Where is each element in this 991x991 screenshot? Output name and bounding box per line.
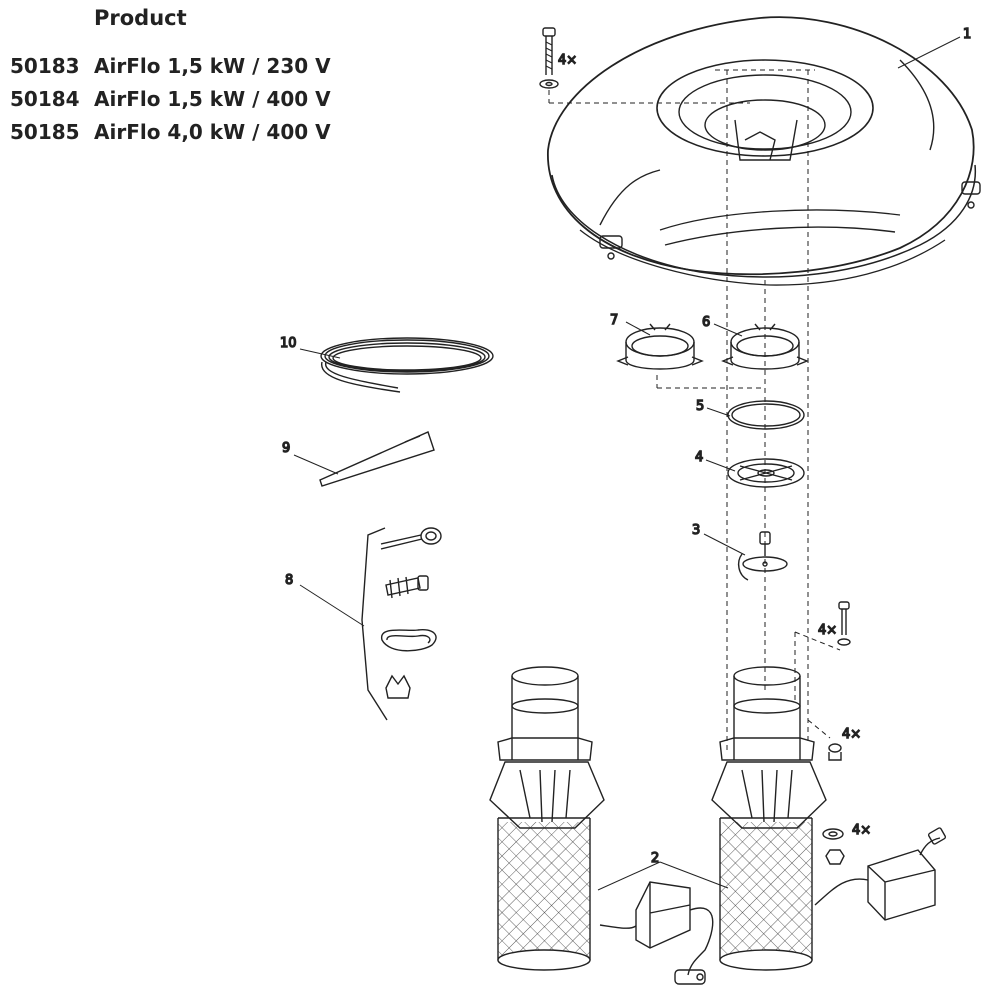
product-code: 50185 [10, 120, 80, 144]
callout-5: 5 [696, 399, 704, 414]
mounting-kit [361, 527, 442, 721]
motor-pump-right [711, 666, 827, 971]
qty-top-bolts: 4× [558, 53, 577, 68]
callout-4: 4 [695, 450, 703, 465]
grid-disc [727, 458, 805, 488]
callout-2: 2 [651, 851, 659, 866]
callout-7: 7 [610, 313, 618, 328]
callout-1: 1 [963, 27, 971, 42]
qty-side-washer-nut: 4× [852, 823, 871, 838]
product-row: 50184 AirFlo 1,5 kW / 400 V [10, 87, 331, 111]
motor-pump-left [489, 666, 605, 971]
callout-9: 9 [282, 441, 290, 456]
callout-8: 8 [285, 573, 293, 588]
qty-side-bolt: 4× [818, 623, 837, 638]
product-heading: Product [94, 6, 187, 30]
callout-10: 10 [280, 336, 297, 351]
callout-3: 3 [692, 523, 700, 538]
flange-ring-7 [616, 323, 704, 370]
product-header: Product 50183 AirFlo 1,5 kW / 230 V 50184… [0, 0, 360, 160]
flange-ring-6 [721, 323, 809, 370]
product-code: 50184 [10, 87, 80, 111]
top-bolt [539, 27, 559, 89]
side-bolt [837, 601, 851, 646]
product-name: AirFlo 1,5 kW / 400 V [94, 87, 331, 111]
qty-side-nut: 4× [842, 727, 861, 742]
wedge-tool [319, 431, 435, 487]
product-row: 50183 AirFlo 1,5 kW / 230 V [10, 54, 331, 78]
junction-box [599, 881, 714, 985]
power-supply-box [814, 827, 947, 921]
product-name: AirFlo 4,0 kW / 400 V [94, 120, 331, 144]
o-ring [727, 400, 805, 430]
float-housing [547, 16, 981, 286]
side-nut [828, 743, 842, 761]
callout-leaders [293, 36, 961, 891]
cable-coil [320, 337, 494, 393]
product-row: 50185 AirFlo 4,0 kW / 400 V [10, 120, 331, 144]
product-code: 50183 [10, 54, 80, 78]
callout-6: 6 [702, 315, 710, 330]
shaft-cap [737, 531, 788, 581]
product-name: AirFlo 1,5 kW / 230 V [94, 54, 331, 78]
side-washer-nut [822, 828, 845, 865]
assembly-guide-lines [548, 69, 841, 750]
